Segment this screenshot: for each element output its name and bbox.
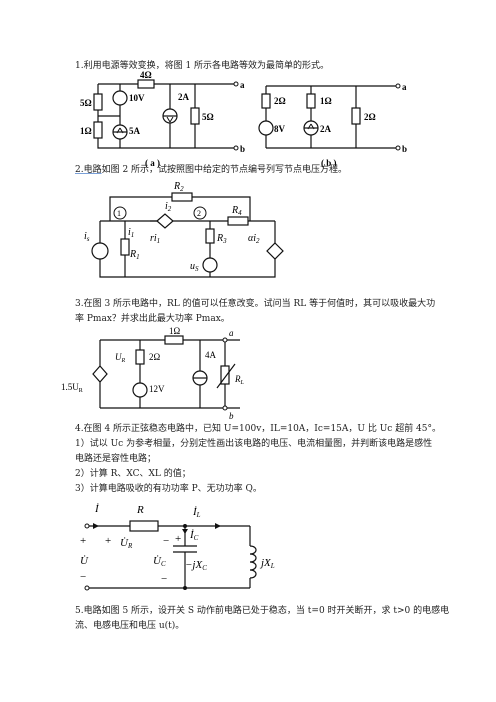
q4-item1-line1: 1）试以 Uc 为参考相量，分别定性画出该电路的电压、电流相量图，并判断该电路是…: [75, 439, 433, 449]
fig2-i2-label: i2: [165, 201, 172, 213]
figure-4: İ R İL + + − + U̇R İC U̇ U̇C −jXC − − jX…: [80, 503, 275, 591]
figure-3: 1Ω a b UR 2Ω 12V 4A RL 1.5UR: [61, 326, 245, 421]
fig2-r4-label: R4: [231, 205, 242, 217]
fig4-minus-2: −: [80, 571, 86, 583]
fig2-ai2-label: αi2: [248, 233, 260, 245]
fig3-dep-label: 1.5UR: [61, 382, 83, 394]
fig1a-r-left-bot-label: 1Ω: [80, 126, 92, 136]
fig3-r-top-label: 1Ω: [169, 326, 181, 336]
fig4-r-label: R: [136, 504, 144, 516]
fig4-ic-label: İC: [189, 529, 199, 542]
fig2-r1-label: R1: [129, 249, 140, 261]
fig1b-caption: ( b ): [321, 158, 337, 168]
fig1a-r-left-top-label: 5Ω: [80, 98, 92, 108]
fig1b-cs-label: 2A: [320, 124, 332, 134]
fig4-plus-3: +: [175, 533, 181, 545]
q2-text-rest: 如图 2 所示，试按照图中给定的节点编号列写节点电压方程。: [101, 165, 348, 175]
fig2-us-label: uS: [190, 261, 199, 273]
fig4-minus-1: −: [163, 535, 169, 547]
fig3-vs-label: 12V: [149, 384, 165, 394]
fig2-r2-label: R2: [173, 181, 184, 193]
fig4-xl-label: jXL: [259, 557, 275, 570]
fig1a-node-a: a: [240, 80, 245, 90]
q4-text-line1: 4.在图 4 所示正弦稳态电路中，已知 U=100v，IL=10A，Ic=15A…: [75, 424, 442, 434]
fig4-i-label: İ: [94, 503, 100, 515]
fig1a-node-b: b: [240, 144, 245, 154]
fig1b-r-mid-label: 1Ω: [320, 96, 332, 106]
fig4-xc-label: −jXC: [185, 559, 207, 572]
figure-1b: 2Ω 1Ω 2Ω 8V 2A a b ( b ): [258, 82, 407, 168]
fig1a-vs-label: 10V: [129, 93, 145, 103]
q4-item2: 2）计算 R、XC、XL 的值；: [75, 469, 191, 479]
q2-text-lead: 2.电路: [75, 165, 102, 175]
fig1a-r-top-label: 4Ω: [140, 70, 152, 80]
q4-item3: 3）计算电路吸收的有功功率 P、无功功率 Q。: [75, 484, 262, 494]
figure-2: R2 i2 1 2 R4 is i1 ri1 R3 R1 uS αi2: [84, 181, 284, 278]
q2-text: 2.电路如图 2 所示，试按照图中给定的节点编号列写节点电压方程。: [75, 163, 347, 178]
fig3-rl-label: RL: [234, 374, 245, 386]
fig4-plus-2: +: [105, 535, 111, 547]
fig1a-cs-bot-label: 5A: [129, 126, 141, 136]
q5-text-line2: 流、电感电压和电压 u(t)。: [75, 621, 185, 631]
q3-text-line1: 3.在图 3 所示电路中，RL 的值可以任意改变。试问当 RL 等于何值时，其可…: [75, 299, 436, 309]
fig1b-node-a: a: [402, 82, 407, 92]
fig2-is-label: is: [84, 231, 90, 243]
fig1a-cs-mid-label: 2A: [178, 92, 190, 102]
fig2-node1: 1: [117, 209, 121, 218]
fig1b-r-left-label: 2Ω: [274, 96, 286, 106]
fig4-il-label: İL: [192, 506, 201, 519]
figure-1a: 4Ω 5Ω 1Ω 10V 5A 2A 5Ω a b ( a ): [80, 70, 245, 168]
fig4-u-label: U̇: [80, 555, 89, 567]
fig3-r-mid-label: 2Ω: [149, 352, 161, 362]
fig2-ri1-label: ri1: [150, 233, 160, 245]
fig1b-r-right-label: 2Ω: [364, 112, 376, 122]
q3-text-line2: 率 Pmax？并求出此最大功率 Pmax。: [75, 314, 230, 324]
fig2-r3-label: R3: [216, 233, 227, 245]
fig1a-caption: ( a ): [145, 158, 160, 168]
q5-text-line1: 5.电路如图 5 所示，设开关 S 动作前电路已处于稳态，当 t=0 时开关断开…: [75, 606, 450, 616]
fig2-i1-label: i1: [128, 227, 134, 239]
fig3-ur-label: UR: [115, 352, 126, 364]
q1-text: 1.利用电源等效变换，将图 1 所示各电路等效为最简单的形式。: [75, 61, 330, 71]
fig4-minus-3: −: [161, 573, 167, 585]
fig1b-vs-label: 8V: [274, 124, 286, 134]
fig4-ur-label: U̇R: [120, 537, 133, 550]
fig3-node-b: b: [229, 411, 234, 421]
fig2-node2: 2: [197, 209, 201, 218]
fig3-cs-label: 4A: [205, 350, 217, 360]
fig3-node-a: a: [229, 328, 234, 338]
fig1b-node-b: b: [402, 144, 407, 154]
fig4-plus-1: +: [80, 535, 86, 547]
fig4-uc-label: U̇C: [153, 555, 166, 568]
q4-item1-line2: 电路还是容性电路；: [75, 454, 157, 464]
fig1a-r-right-label: 5Ω: [202, 112, 214, 122]
